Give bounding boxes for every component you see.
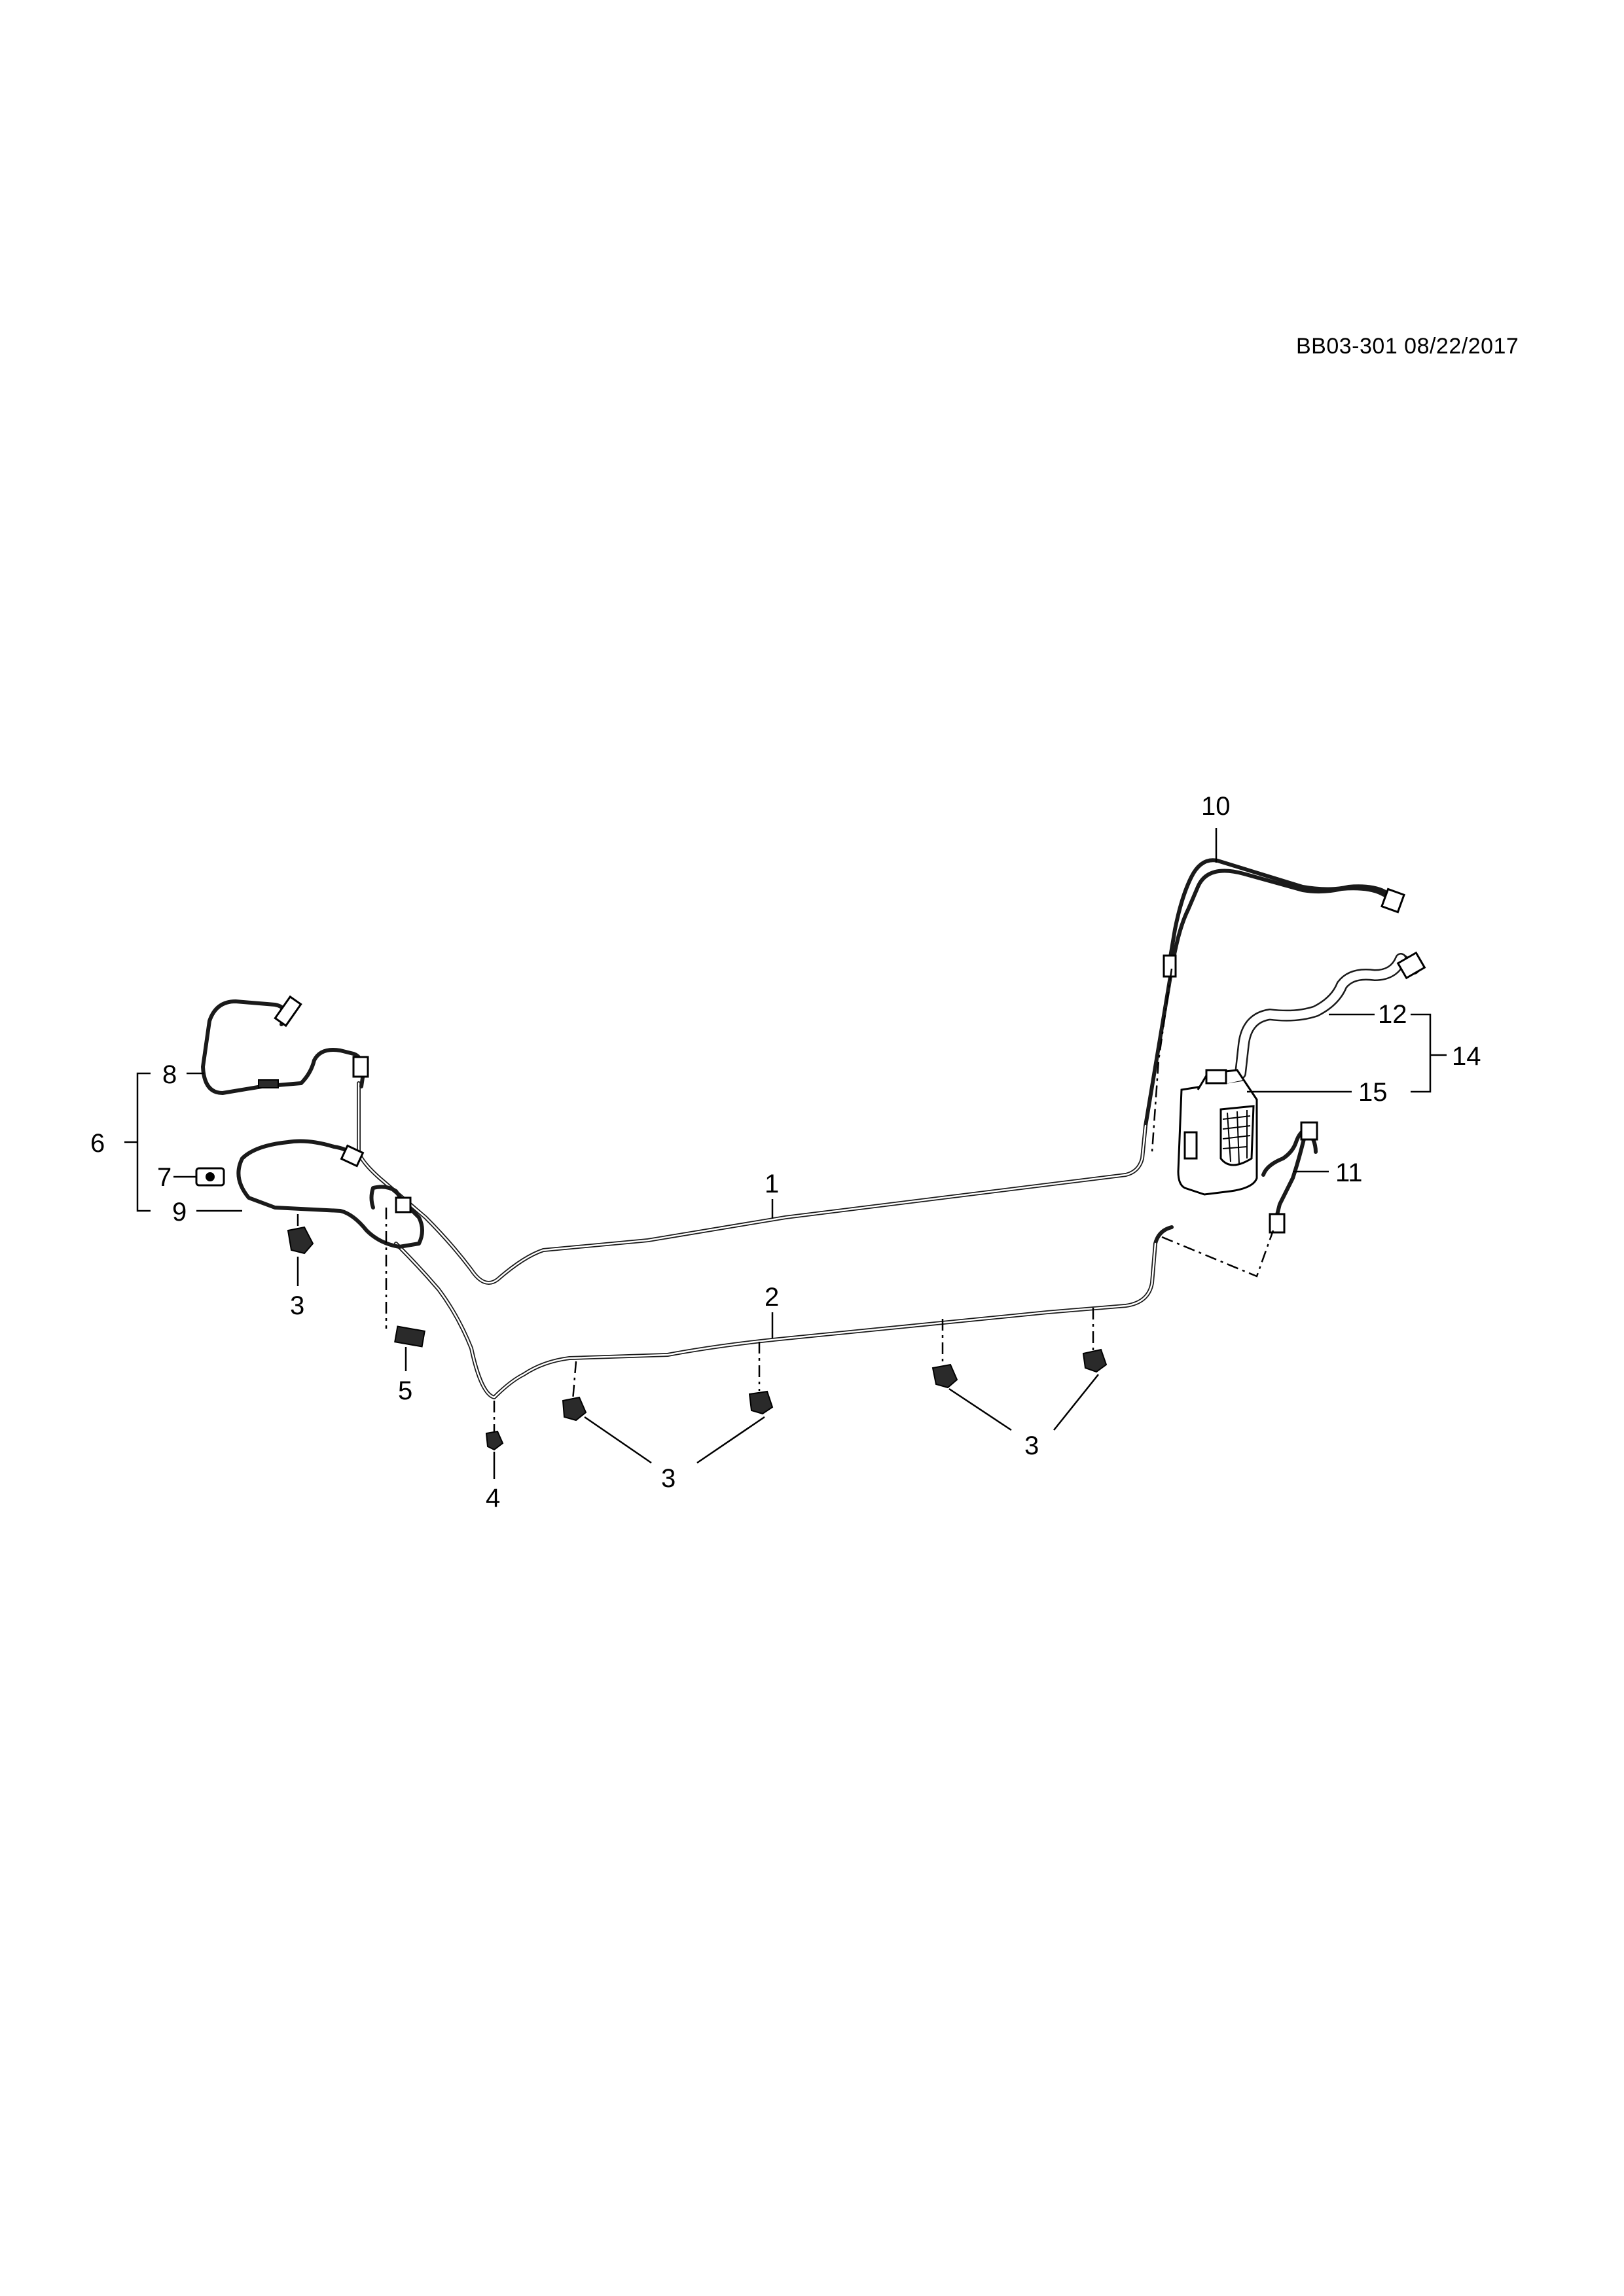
- callout-14: 14: [1452, 1042, 1481, 1071]
- pipe-11-upper-connector: [1300, 1121, 1318, 1141]
- clip-4: [485, 1430, 504, 1451]
- clip-3-lower-3: [931, 1363, 958, 1389]
- pipe-8-top-connector: [274, 995, 302, 1028]
- callout-12: 12: [1378, 1000, 1407, 1029]
- callout-3-center: 3: [661, 1464, 676, 1493]
- pipe-9: [236, 1139, 424, 1249]
- pipe-8: [201, 995, 369, 1095]
- callout-6: 6: [90, 1129, 105, 1158]
- pipe-10-end-connector: [1380, 888, 1405, 914]
- pipe-10-lower-connector: [1163, 954, 1177, 978]
- callout-9: 9: [172, 1198, 187, 1227]
- leader-lines: [124, 828, 1447, 1479]
- callout-7: 7: [157, 1163, 171, 1192]
- clip-3-lower-2: [748, 1390, 774, 1415]
- callout-8: 8: [162, 1060, 177, 1089]
- clip-3-lower-1: [562, 1396, 587, 1422]
- document-reference: BB03-301 08/22/2017: [1296, 334, 1519, 359]
- pipe-11: [1261, 1121, 1318, 1234]
- callout-5: 5: [398, 1376, 412, 1405]
- pipe-8-clip: [258, 1079, 279, 1088]
- callout-3-right: 3: [1024, 1431, 1039, 1460]
- pipe-10: [1163, 858, 1405, 978]
- callout-4: 4: [486, 1484, 500, 1513]
- pipe-8-end-connector: [352, 1056, 369, 1078]
- clip-3-lower-4: [1082, 1348, 1108, 1373]
- callout-3-left: 3: [290, 1291, 304, 1320]
- callout-10: 10: [1201, 792, 1231, 821]
- pipe-2: [394, 1225, 1174, 1399]
- callout-numbers: 1 2 3 3 3 4 5 6 7 8 9 10 11 12 14 15: [90, 792, 1481, 1513]
- canister-hose-12: [1235, 951, 1426, 1079]
- pipe-9-end-connector: [340, 1144, 365, 1168]
- charcoal-canister-15: [1177, 1069, 1258, 1196]
- pipe-11-lower-connector: [1269, 1213, 1286, 1234]
- canister-label-pad: [1183, 1131, 1198, 1160]
- callout-15: 15: [1358, 1078, 1388, 1107]
- canister-port: [1205, 1069, 1227, 1085]
- clip-7: [195, 1167, 225, 1187]
- assembly-center-lines: [297, 968, 1274, 1432]
- clip-3-left: [287, 1226, 314, 1255]
- callout-1: 1: [765, 1170, 779, 1198]
- pipe-1: [357, 869, 1396, 1285]
- hose-12-end-fitting: [1396, 951, 1426, 980]
- callout-11: 11: [1335, 1158, 1363, 1187]
- callout-2: 2: [765, 1283, 779, 1312]
- clip-5: [394, 1325, 425, 1348]
- pipe-9-mid-connector: [395, 1196, 412, 1213]
